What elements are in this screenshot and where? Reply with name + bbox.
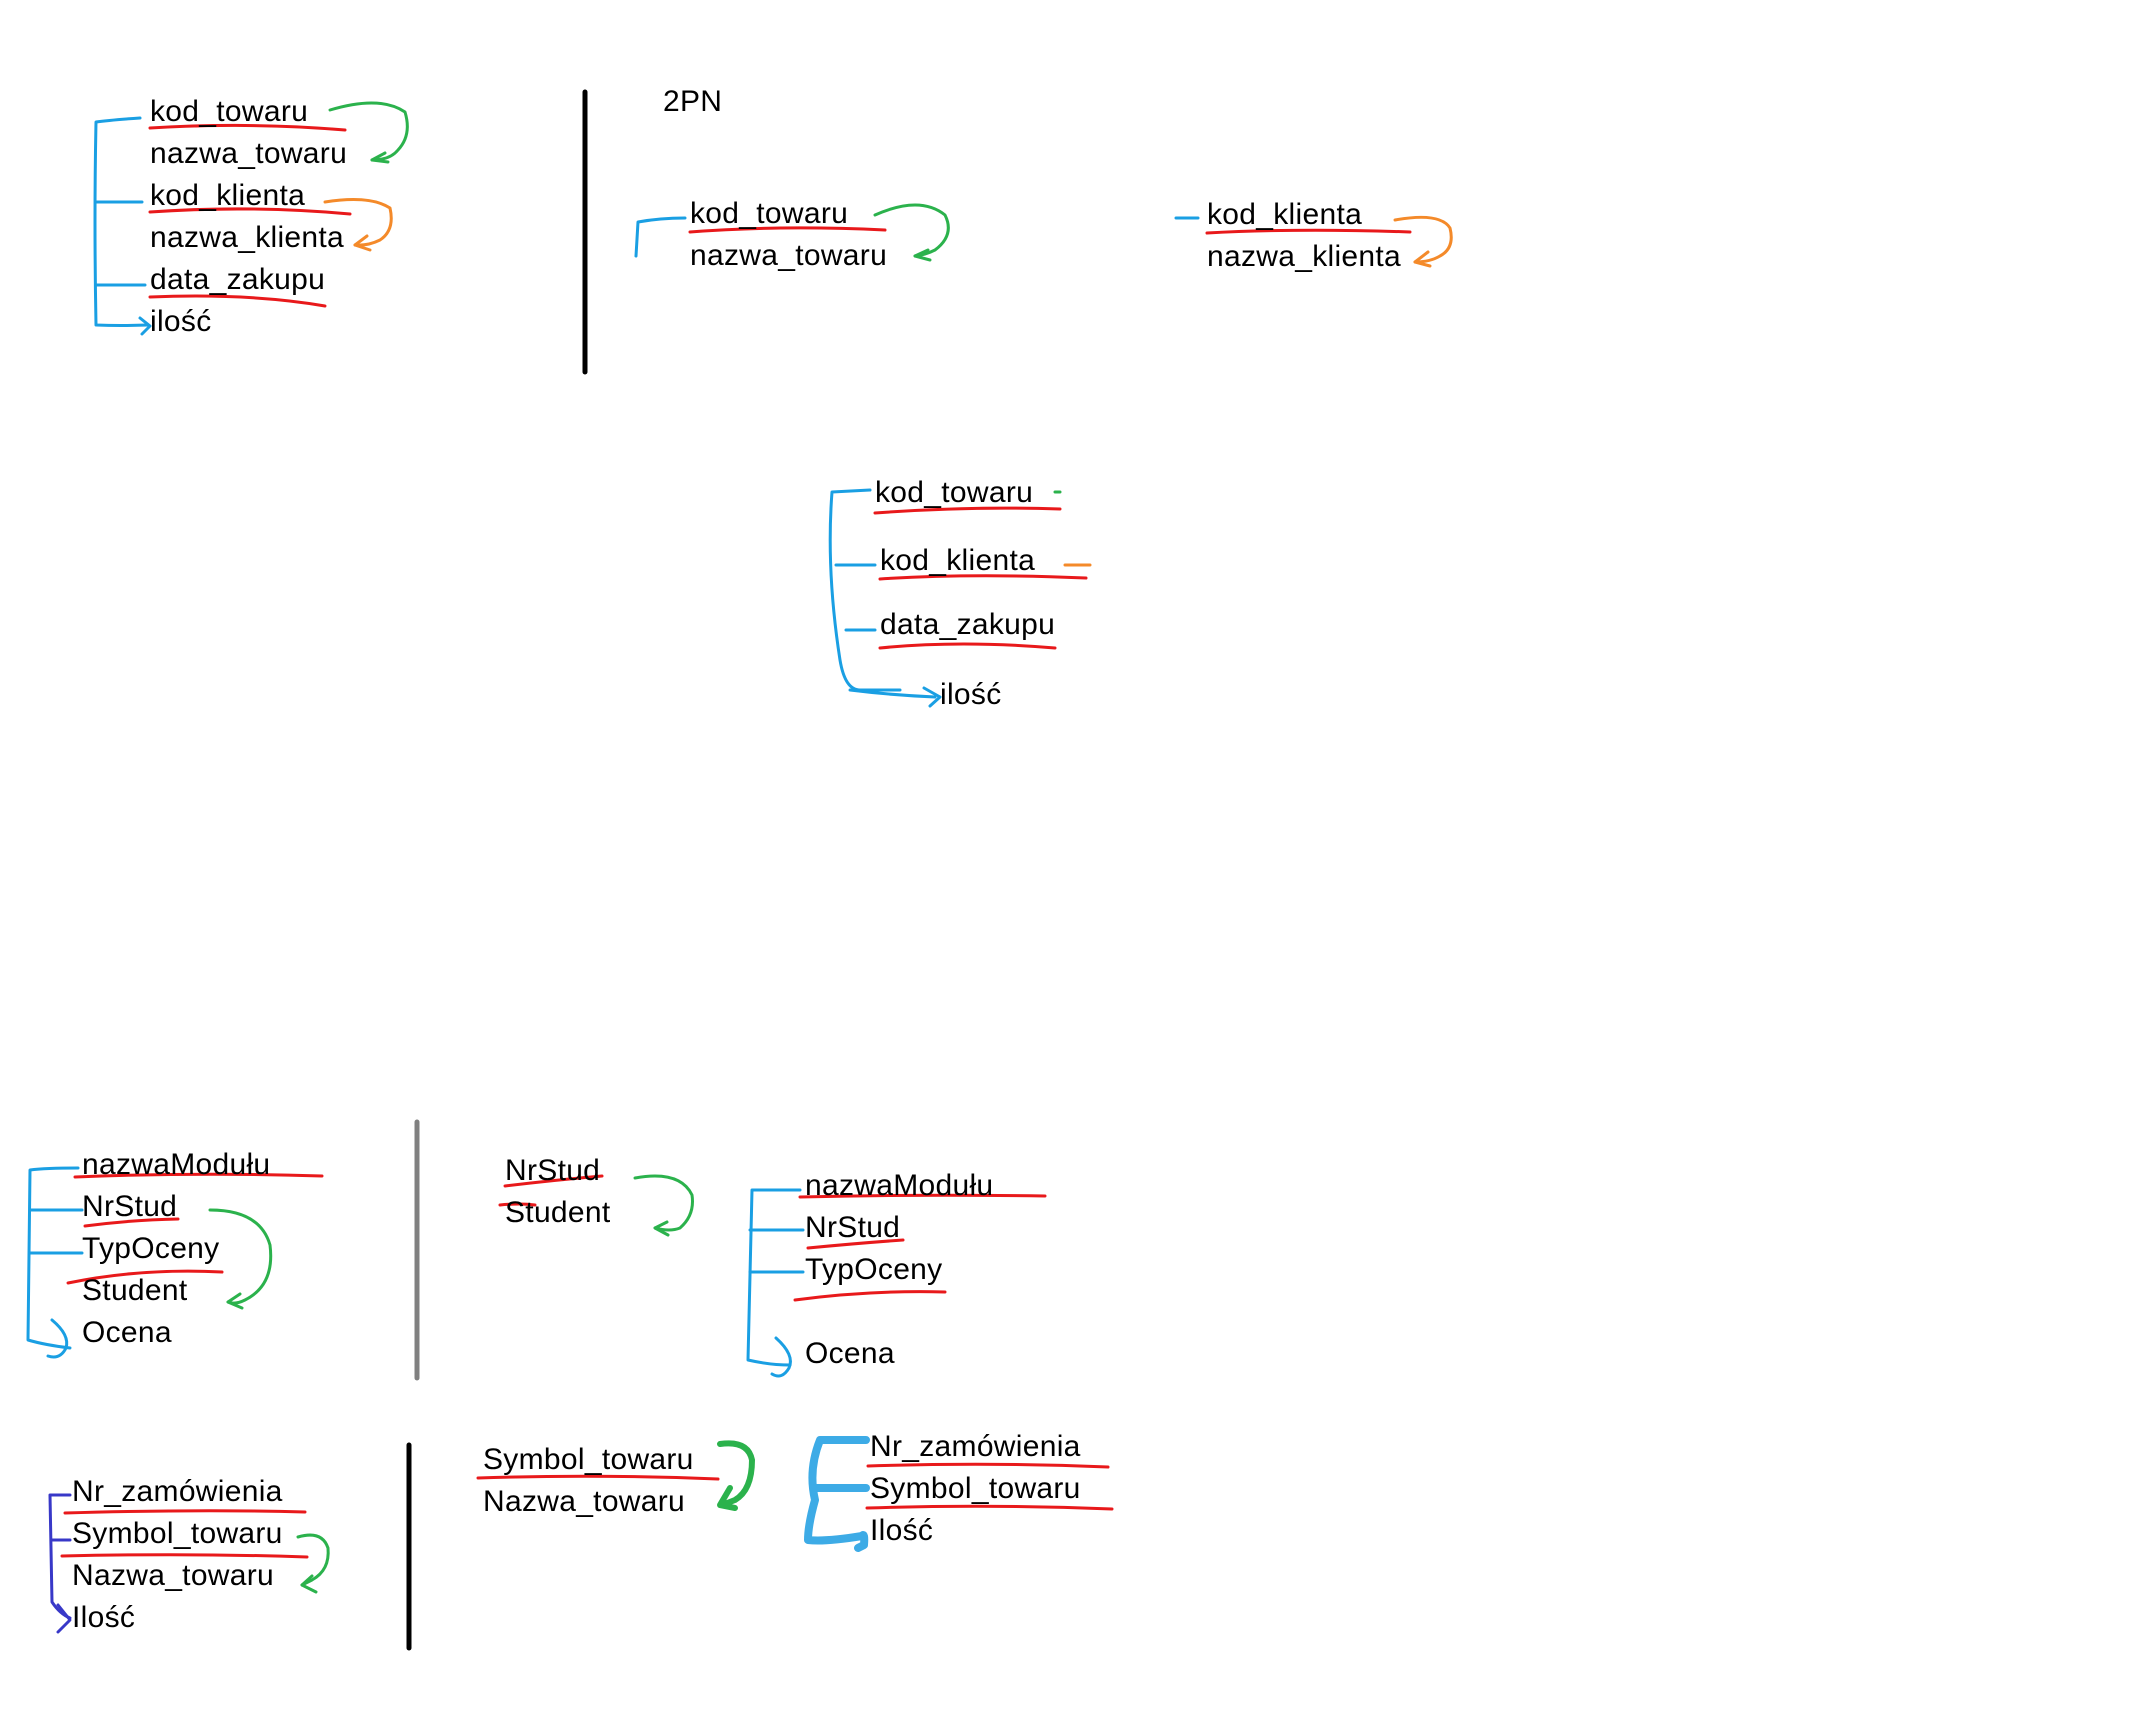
zakup-ilosc: ilość (940, 678, 1002, 711)
ocena2-nr-stud: NrStud (805, 1211, 901, 1244)
towar-kod-towaru: kod_towaru (690, 197, 849, 230)
bracket-zamowienie-left (48, 1493, 72, 1634)
normalization-title: 2PN (663, 85, 723, 118)
attr-data-zakupu: data_zakupu (150, 263, 326, 296)
ocena-ocena: Ocena (82, 1316, 172, 1349)
ocena-nazwa-modulu: nazwaModułu (82, 1148, 271, 1181)
zam2-nr-zamowienia: Nr_zamówienia (870, 1430, 1081, 1463)
dependency-brackets-blue (26, 116, 1200, 1378)
zam-nr-zamowienia: Nr_zamówienia (72, 1475, 283, 1508)
ocena2-nazwa-modulu: nazwaModułu (805, 1169, 994, 1202)
zam-nazwa-towaru: Nazwa_towaru (72, 1559, 275, 1592)
zakup-data-zakupu: data_zakupu (880, 608, 1056, 641)
transitive-arrows-orange (323, 198, 1453, 567)
student-student: Student (505, 1196, 611, 1229)
towar2-symbol-towaru: Symbol_towaru (483, 1443, 694, 1476)
attr-kod-klienta: kod_klienta (150, 179, 306, 212)
ocena-typ-oceny: TypOceny (82, 1232, 220, 1265)
towar-nazwa-towaru: nazwa_towaru (690, 239, 888, 272)
primary-key-underlines (60, 123, 1412, 1559)
attr-nazwa-klienta: nazwa_klienta (150, 221, 345, 254)
klient-kod-klienta: kod_klienta (1207, 198, 1363, 231)
towar2-nazwa-towaru: Nazwa_towaru (483, 1485, 686, 1518)
zam-ilosc: Ilość (72, 1601, 136, 1634)
klient-nazwa-klienta: nazwa_klienta (1207, 240, 1402, 273)
green-arrow-symbol-towaru (717, 1440, 755, 1511)
zakup-kod-klienta: kod_klienta (880, 544, 1036, 577)
ocena-nr-stud: NrStud (82, 1190, 178, 1223)
bracket-zamowienie-right (804, 1436, 870, 1552)
attr-nazwa-towaru: nazwa_towaru (150, 137, 348, 170)
zam2-symbol-towaru: Symbol_towaru (870, 1472, 1081, 1505)
zakup-kod-towaru: kod_towaru (875, 476, 1034, 509)
ocena2-ocena: Ocena (805, 1337, 895, 1370)
ocena-student: Student (82, 1274, 188, 1307)
transitive-arrows-green (208, 101, 950, 1594)
zam2-ilosc: Ilość (870, 1514, 934, 1547)
student-nr-stud: NrStud (505, 1154, 601, 1187)
attr-ilosc: ilość (150, 305, 212, 338)
zam-symbol-towaru: Symbol_towaru (72, 1517, 283, 1550)
attr-kod-towaru: kod_towaru (150, 95, 309, 128)
ocena2-typ-oceny: TypOceny (805, 1253, 943, 1286)
